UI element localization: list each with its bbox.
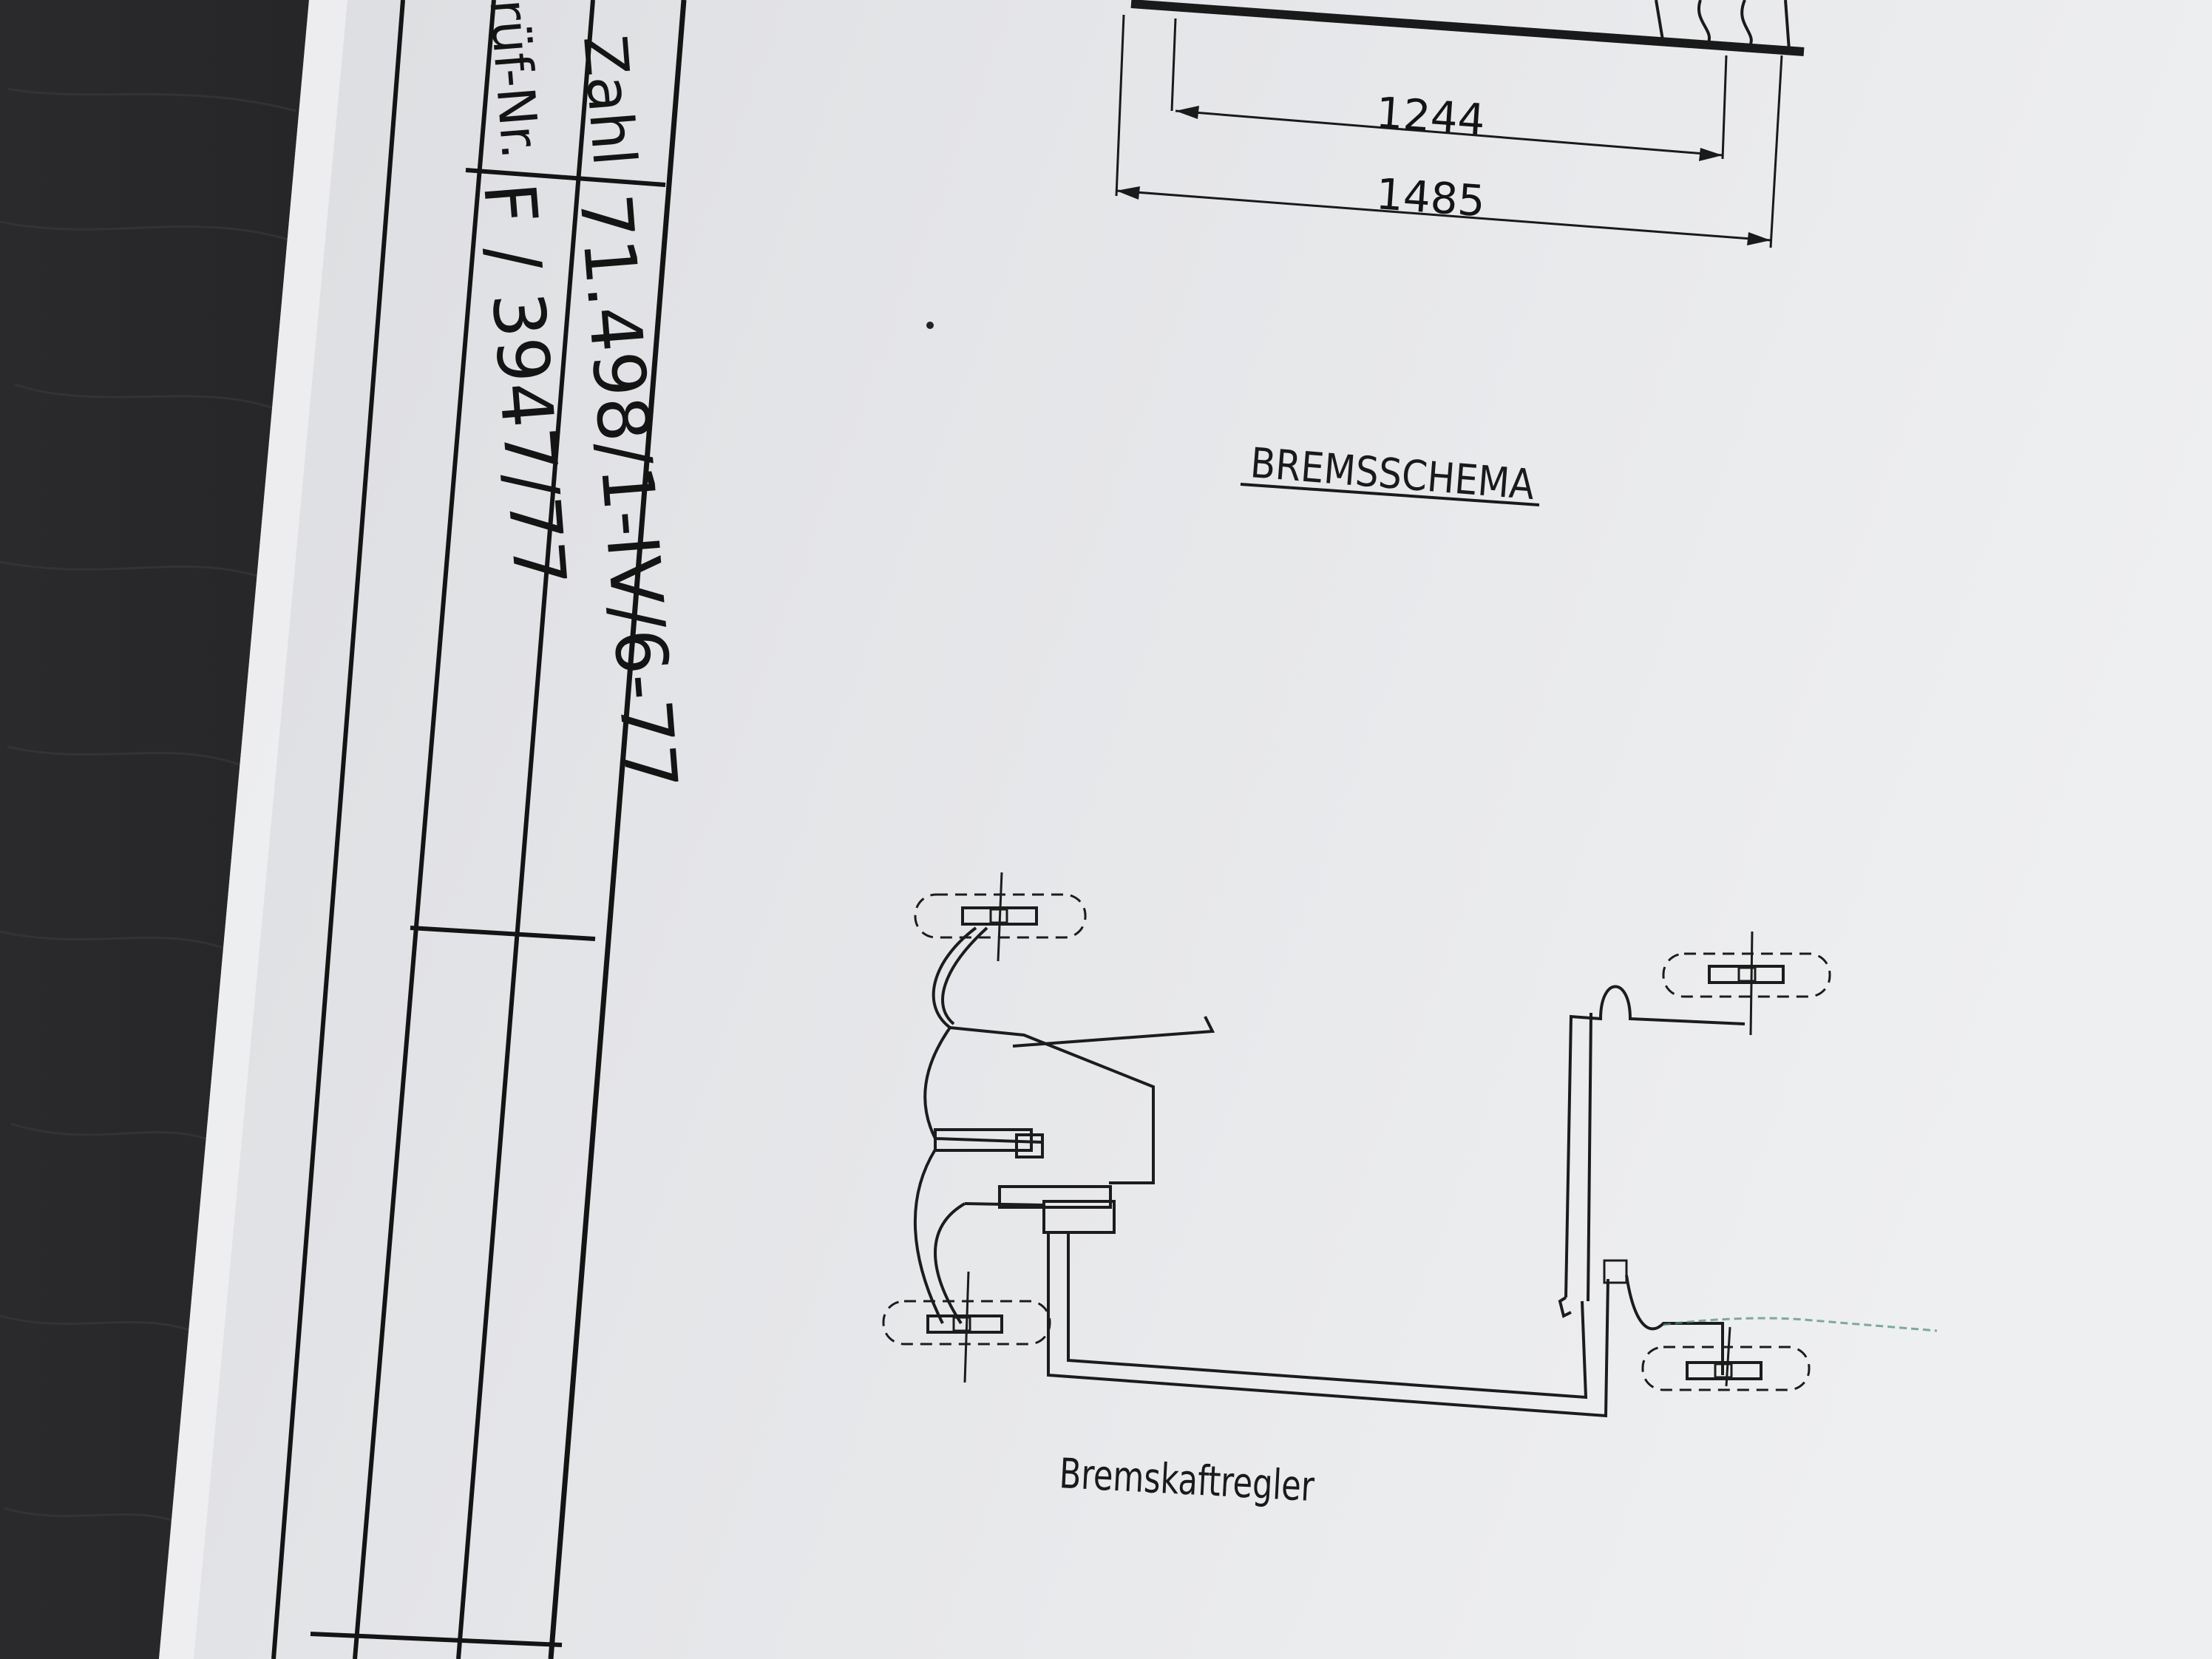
wheel-front-right [1662, 931, 1831, 1036]
brake-diagram [882, 872, 1938, 1418]
brake-lines-right [1558, 985, 1745, 1375]
brake-force-regulator [1042, 1200, 1116, 1234]
dim-line-inner [1175, 109, 1723, 157]
wheel-front-left [914, 872, 1087, 962]
dimension-1244: 1244 [1374, 87, 1487, 145]
title-block-text: Zahl 71.498/1-IV/6-77 Prüf-Nr. F / 3947/… [467, 0, 693, 793]
dimension-1485: 1485 [1374, 169, 1487, 226]
dim-line-outer [1116, 189, 1771, 242]
title-block-frame [271, 0, 687, 1659]
diagram-title-underline [1240, 483, 1540, 506]
ink-smudge [1663, 1317, 1938, 1332]
dim-arrowheads [1116, 106, 1771, 245]
top-drawing [1115, 0, 1805, 248]
paper-sheet [159, 0, 2212, 1659]
paper-edge [159, 0, 347, 1659]
zahl-label: Zahl [570, 33, 649, 169]
ink-speck [926, 322, 934, 329]
brake-lines-left [913, 926, 1609, 1418]
